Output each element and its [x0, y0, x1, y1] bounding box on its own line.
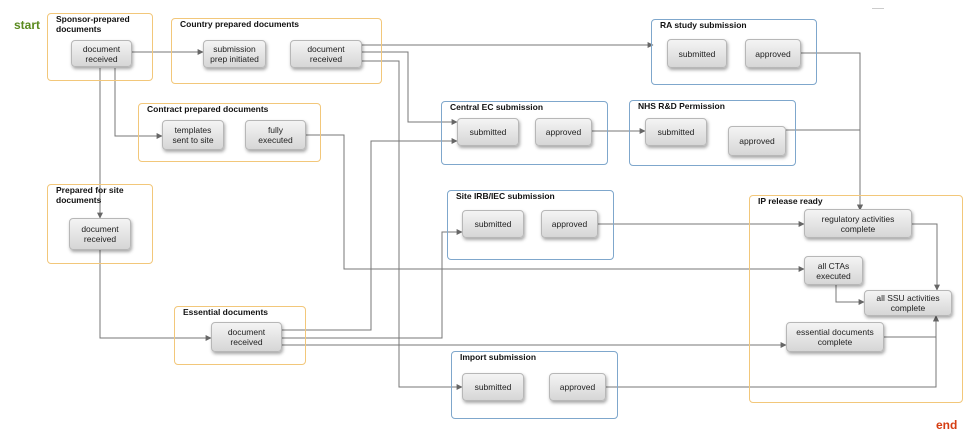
group-title-sponsor-prepared: Sponsor-prepared documents [56, 14, 130, 34]
group-ra-study-submission: RA study submission [651, 19, 817, 85]
connector-country-to-central-ec [362, 51, 458, 125]
node-submission-prep-initiated[interactable]: submission prep initiated [203, 40, 266, 68]
group-essential-documents: Essential documents [174, 306, 306, 365]
group-ip-release-ready: IP release ready [749, 195, 963, 403]
group-import-submission: Import submission [451, 351, 618, 419]
node-ra-submitted[interactable]: submitted [667, 39, 727, 68]
group-title-site-irb: Site IRB/IEC submission [456, 191, 555, 201]
connector-sponsor-to-contract [114, 68, 163, 139]
node-irb-approved[interactable]: approved [541, 210, 598, 238]
node-templates-sent-to-site[interactable]: templates sent to site [162, 120, 224, 150]
node-sponsor-document-received[interactable]: document received [71, 40, 132, 67]
group-country-prepared: Country prepared documents [171, 18, 382, 84]
node-irb-submitted[interactable]: submitted [462, 210, 524, 238]
group-site-irb-iec-submission: Site IRB/IEC submission [447, 190, 614, 260]
node-ec-submitted[interactable]: submitted [457, 118, 519, 146]
node-all-ssu-activities-complete[interactable]: all SSU activities complete [864, 290, 952, 316]
group-prepared-for-site: Prepared for site documents [47, 184, 153, 264]
node-prepared-document-received[interactable]: document received [69, 218, 131, 250]
node-all-ctas-executed[interactable]: all CTAs executed [804, 256, 863, 285]
connector-essential-to-ec [282, 138, 458, 331]
group-title-central-ec: Central EC submission [450, 102, 544, 112]
node-essential-documents-complete[interactable]: essential documents complete [786, 322, 884, 352]
decorative-dash [872, 8, 884, 9]
node-essential-document-received[interactable]: document received [211, 322, 282, 352]
end-marker: end [936, 418, 958, 432]
node-country-document-received[interactable]: document received [290, 40, 362, 68]
node-regulatory-activities-complete[interactable]: regulatory activities complete [804, 209, 912, 238]
group-title-ip-release: IP release ready [758, 196, 823, 206]
node-nhs-approved[interactable]: approved [728, 126, 786, 156]
connector-ctas-to-ssu [835, 285, 865, 305]
connector-regulatory-to-ssu [912, 223, 940, 291]
group-title-import: Import submission [460, 352, 537, 362]
group-title-prepared-for-site: Prepared for site documents [56, 185, 124, 205]
connector-nhs-to-ip [786, 129, 863, 211]
group-title-nhs-rd: NHS R&D Permission [638, 101, 725, 111]
group-title-ra-study: RA study submission [660, 20, 747, 30]
group-title-contract-prepared: Contract prepared documents [147, 104, 269, 114]
group-contract-prepared: Contract prepared documents [138, 103, 321, 162]
group-title-essential: Essential documents [183, 307, 269, 317]
group-nhs-rd-permission: NHS R&D Permission [629, 100, 796, 166]
start-marker: start [14, 18, 41, 32]
node-nhs-submitted[interactable]: submitted [645, 118, 707, 146]
connector-contract-to-ctas [306, 134, 805, 272]
connector-country-to-import [362, 60, 463, 390]
node-fully-executed[interactable]: fully executed [245, 120, 306, 150]
node-import-submitted[interactable]: submitted [462, 373, 524, 401]
connector-import-to-ssu [606, 315, 939, 388]
group-title-country-prepared: Country prepared documents [180, 19, 300, 29]
node-ra-approved[interactable]: approved [745, 39, 801, 68]
node-ec-approved[interactable]: approved [535, 118, 592, 146]
group-sponsor-prepared: Sponsor-prepared documents [47, 13, 153, 81]
group-central-ec-submission: Central EC submission [441, 101, 608, 165]
node-import-approved[interactable]: approved [549, 373, 606, 401]
connector-essential-to-irb [282, 229, 463, 339]
